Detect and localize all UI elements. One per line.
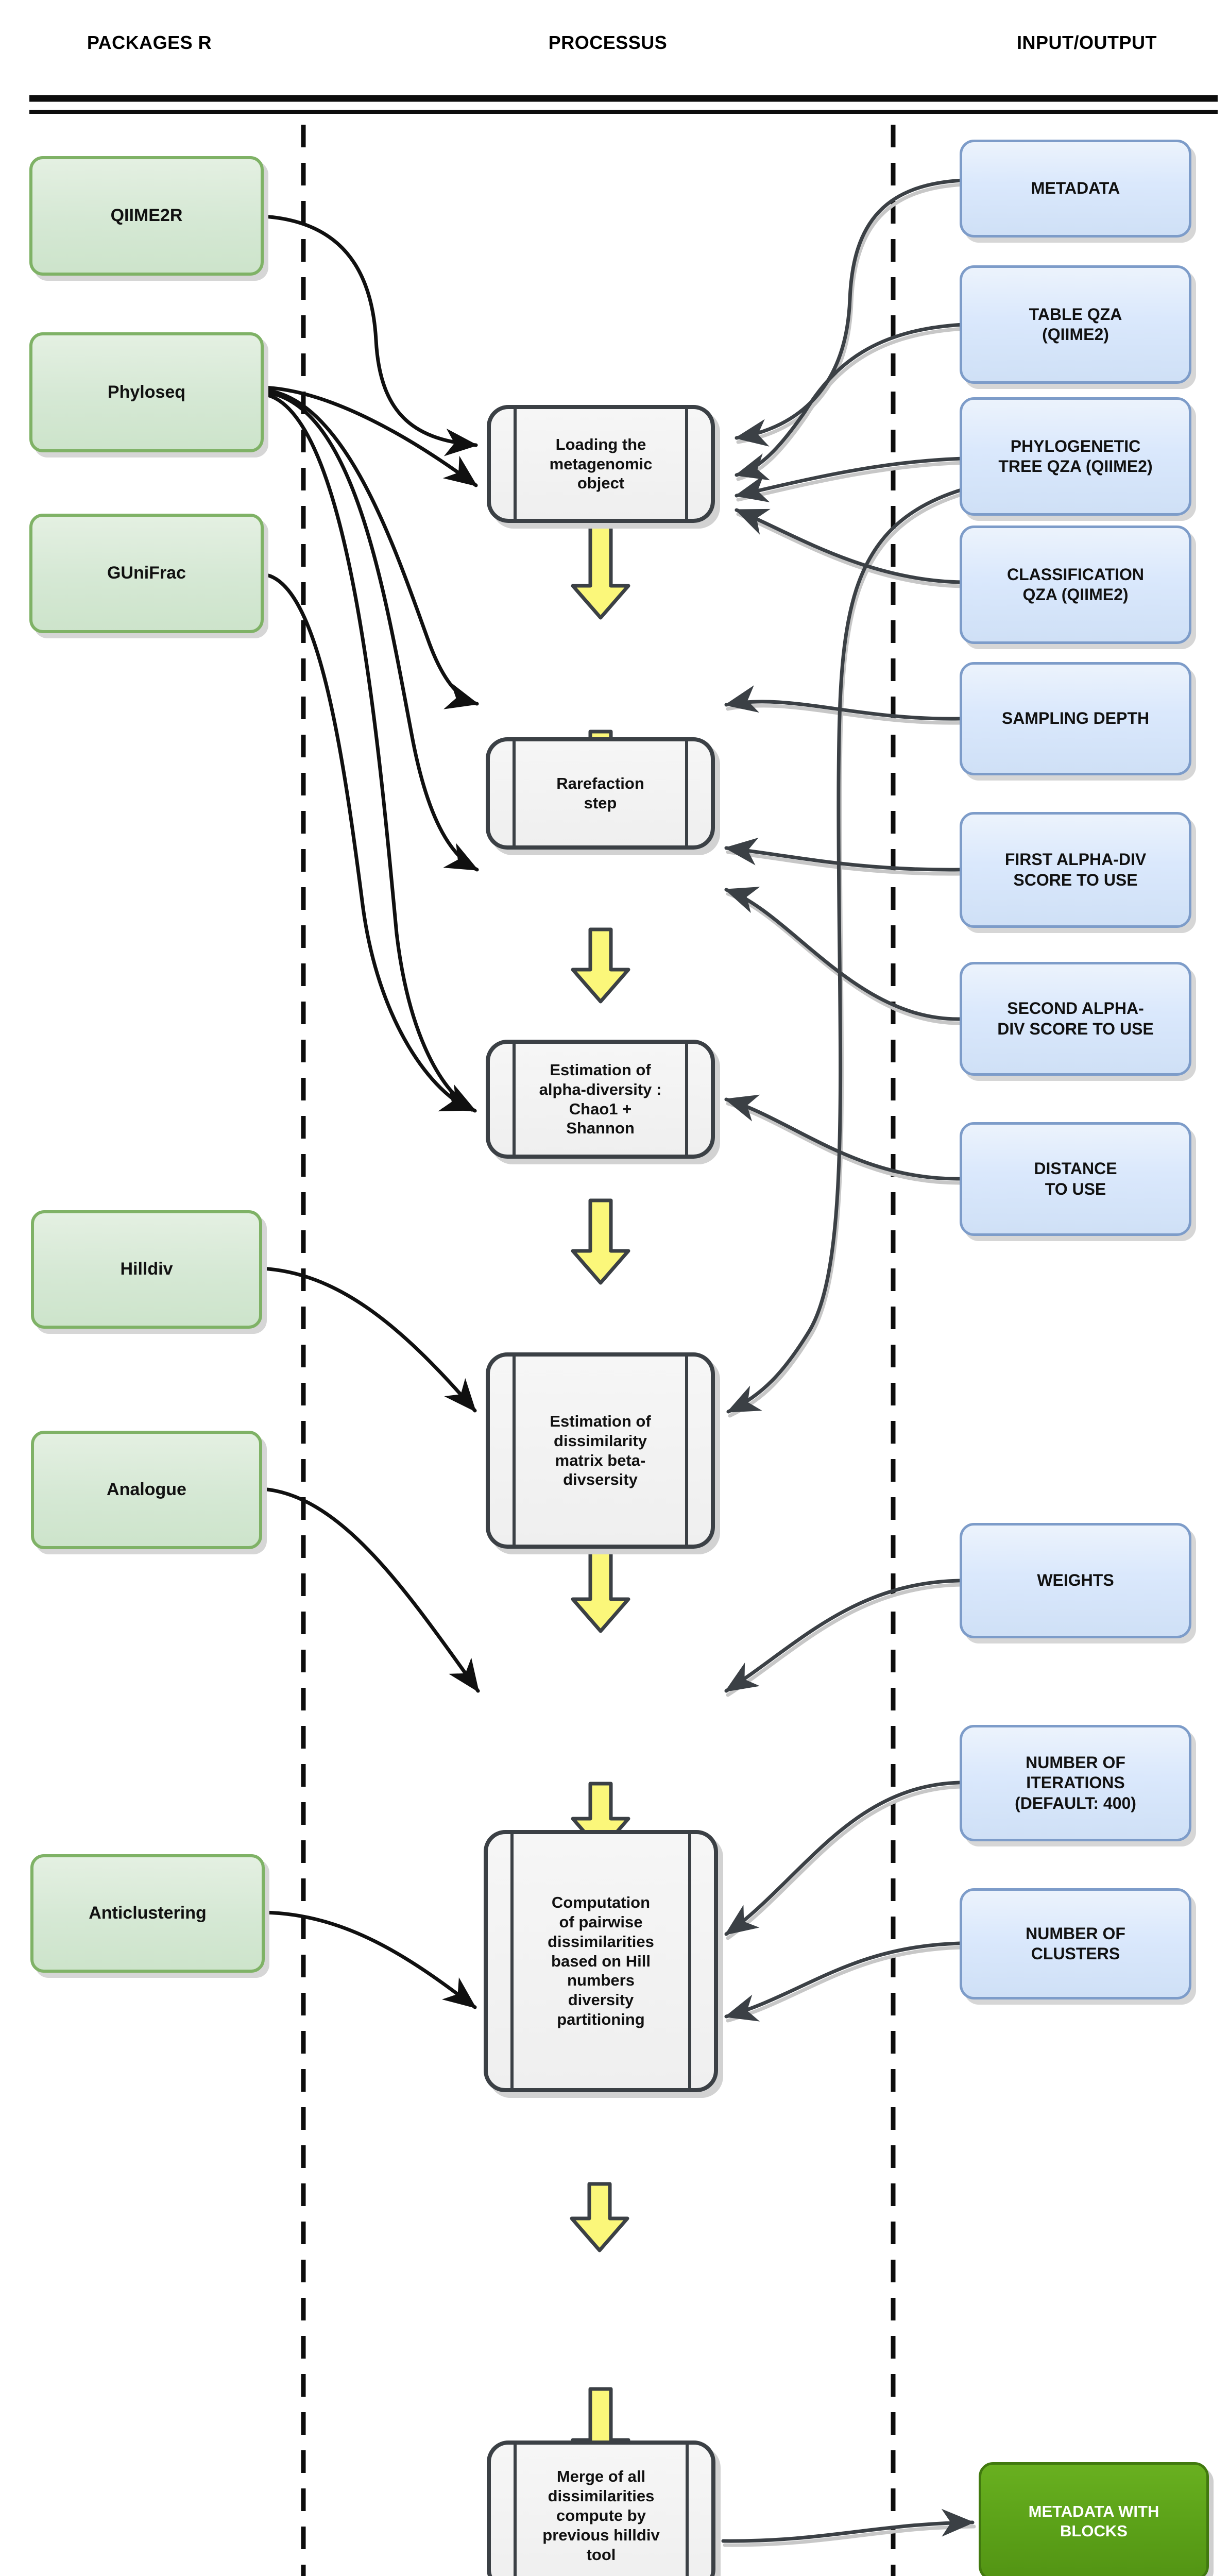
- input-classification-qza: CLASSIFICATION QZA (QIIME2): [960, 526, 1191, 644]
- connector-phyloseq-to-betadiv: [262, 392, 477, 1113]
- flow-anticlustering-bestdesigns-arrow: [570, 2182, 629, 2252]
- column-header-packages: PACKAGES R: [87, 32, 212, 53]
- flow-alphadiv-betadiv-arrow: [571, 927, 630, 1004]
- connector-hilldiv-to-computation: [260, 1266, 477, 1413]
- input-table-qza: TABLE QZA (QIIME2): [960, 265, 1191, 384]
- input-phylogenetic-tree-qza: PHYLOGENETIC TREE QZA (QIIME2): [960, 397, 1191, 516]
- input-second-alphadiv-score: SECOND ALPHA- DIV SCORE TO USE: [960, 962, 1191, 1076]
- process-merge-dissimilarities: Merge of all dissimilarities compute by …: [487, 2441, 715, 2576]
- package-qiime2r: QIIME2R: [29, 156, 264, 276]
- input-number-of-iterations: NUMBER OF ITERATIONS (DEFAULT: 400): [960, 1725, 1191, 1841]
- process-estimation-alpha-diversity: Estimation of alpha-diversity : Chao1 + …: [486, 1040, 715, 1159]
- package-hilldiv: Hilldiv: [31, 1210, 262, 1329]
- connector-phyloseq-to-loading: [262, 385, 478, 487]
- connector-echo: [718, 184, 974, 2576]
- connector-qiime2r-to-loading: [262, 214, 478, 456]
- flow-computation-merge-arrow: [571, 1545, 630, 1633]
- input-distance-to-use: DISTANCE TO USE: [960, 1122, 1191, 1236]
- package-anticlustering: Anticlustering: [30, 1854, 265, 1973]
- output-metadata-with-blocks: METADATA WITH BLOCKS: [979, 2462, 1209, 2576]
- process-estimation-beta-dissimilarity: Estimation of dissimilarity matrix beta-…: [486, 1352, 715, 1549]
- column-header-processus: PROCESSUS: [548, 32, 668, 53]
- package-analogue: Analogue: [31, 1431, 262, 1549]
- package-connectors: [260, 214, 480, 2009]
- process-loading-metagenomic-object: Loading the metagenomic object: [487, 405, 715, 523]
- input-weights: WEIGHTS: [960, 1523, 1191, 1638]
- connector-analogue-to-merge: [260, 1487, 480, 1693]
- flow-betadiv-computation-arrow: [571, 1198, 630, 1285]
- input-first-alphadiv-score: FIRST ALPHA-DIV SCORE TO USE: [960, 812, 1191, 928]
- input-metadata: METADATA: [960, 140, 1191, 238]
- connector-gunifrac-to-betadiv: [262, 572, 474, 1112]
- package-phyloseq: Phyloseq: [29, 332, 264, 452]
- connector-main: [716, 180, 972, 2576]
- input-number-of-clusters: NUMBER OF CLUSTERS: [960, 1888, 1191, 1999]
- column-header-input-output: INPUT/OUTPUT: [1017, 32, 1157, 53]
- process-computation-pairwise-dissimilarities: Computation of pairwise dissimilarities …: [484, 1830, 718, 2092]
- connector-anticlusteringpkg-to-anticlustering: [263, 1910, 477, 2009]
- process-rarefaction-step: Rarefaction step: [486, 737, 715, 850]
- input-sampling-depth: SAMPLING DEPTH: [960, 662, 1191, 775]
- flow-loading-rarefaction-arrow: [571, 521, 630, 620]
- connector-phyloseq-to-alphadiv: [262, 390, 479, 872]
- connector-phyloseq-to-rarefaction: [262, 388, 479, 709]
- package-gunifrac: GUniFrac: [29, 514, 264, 633]
